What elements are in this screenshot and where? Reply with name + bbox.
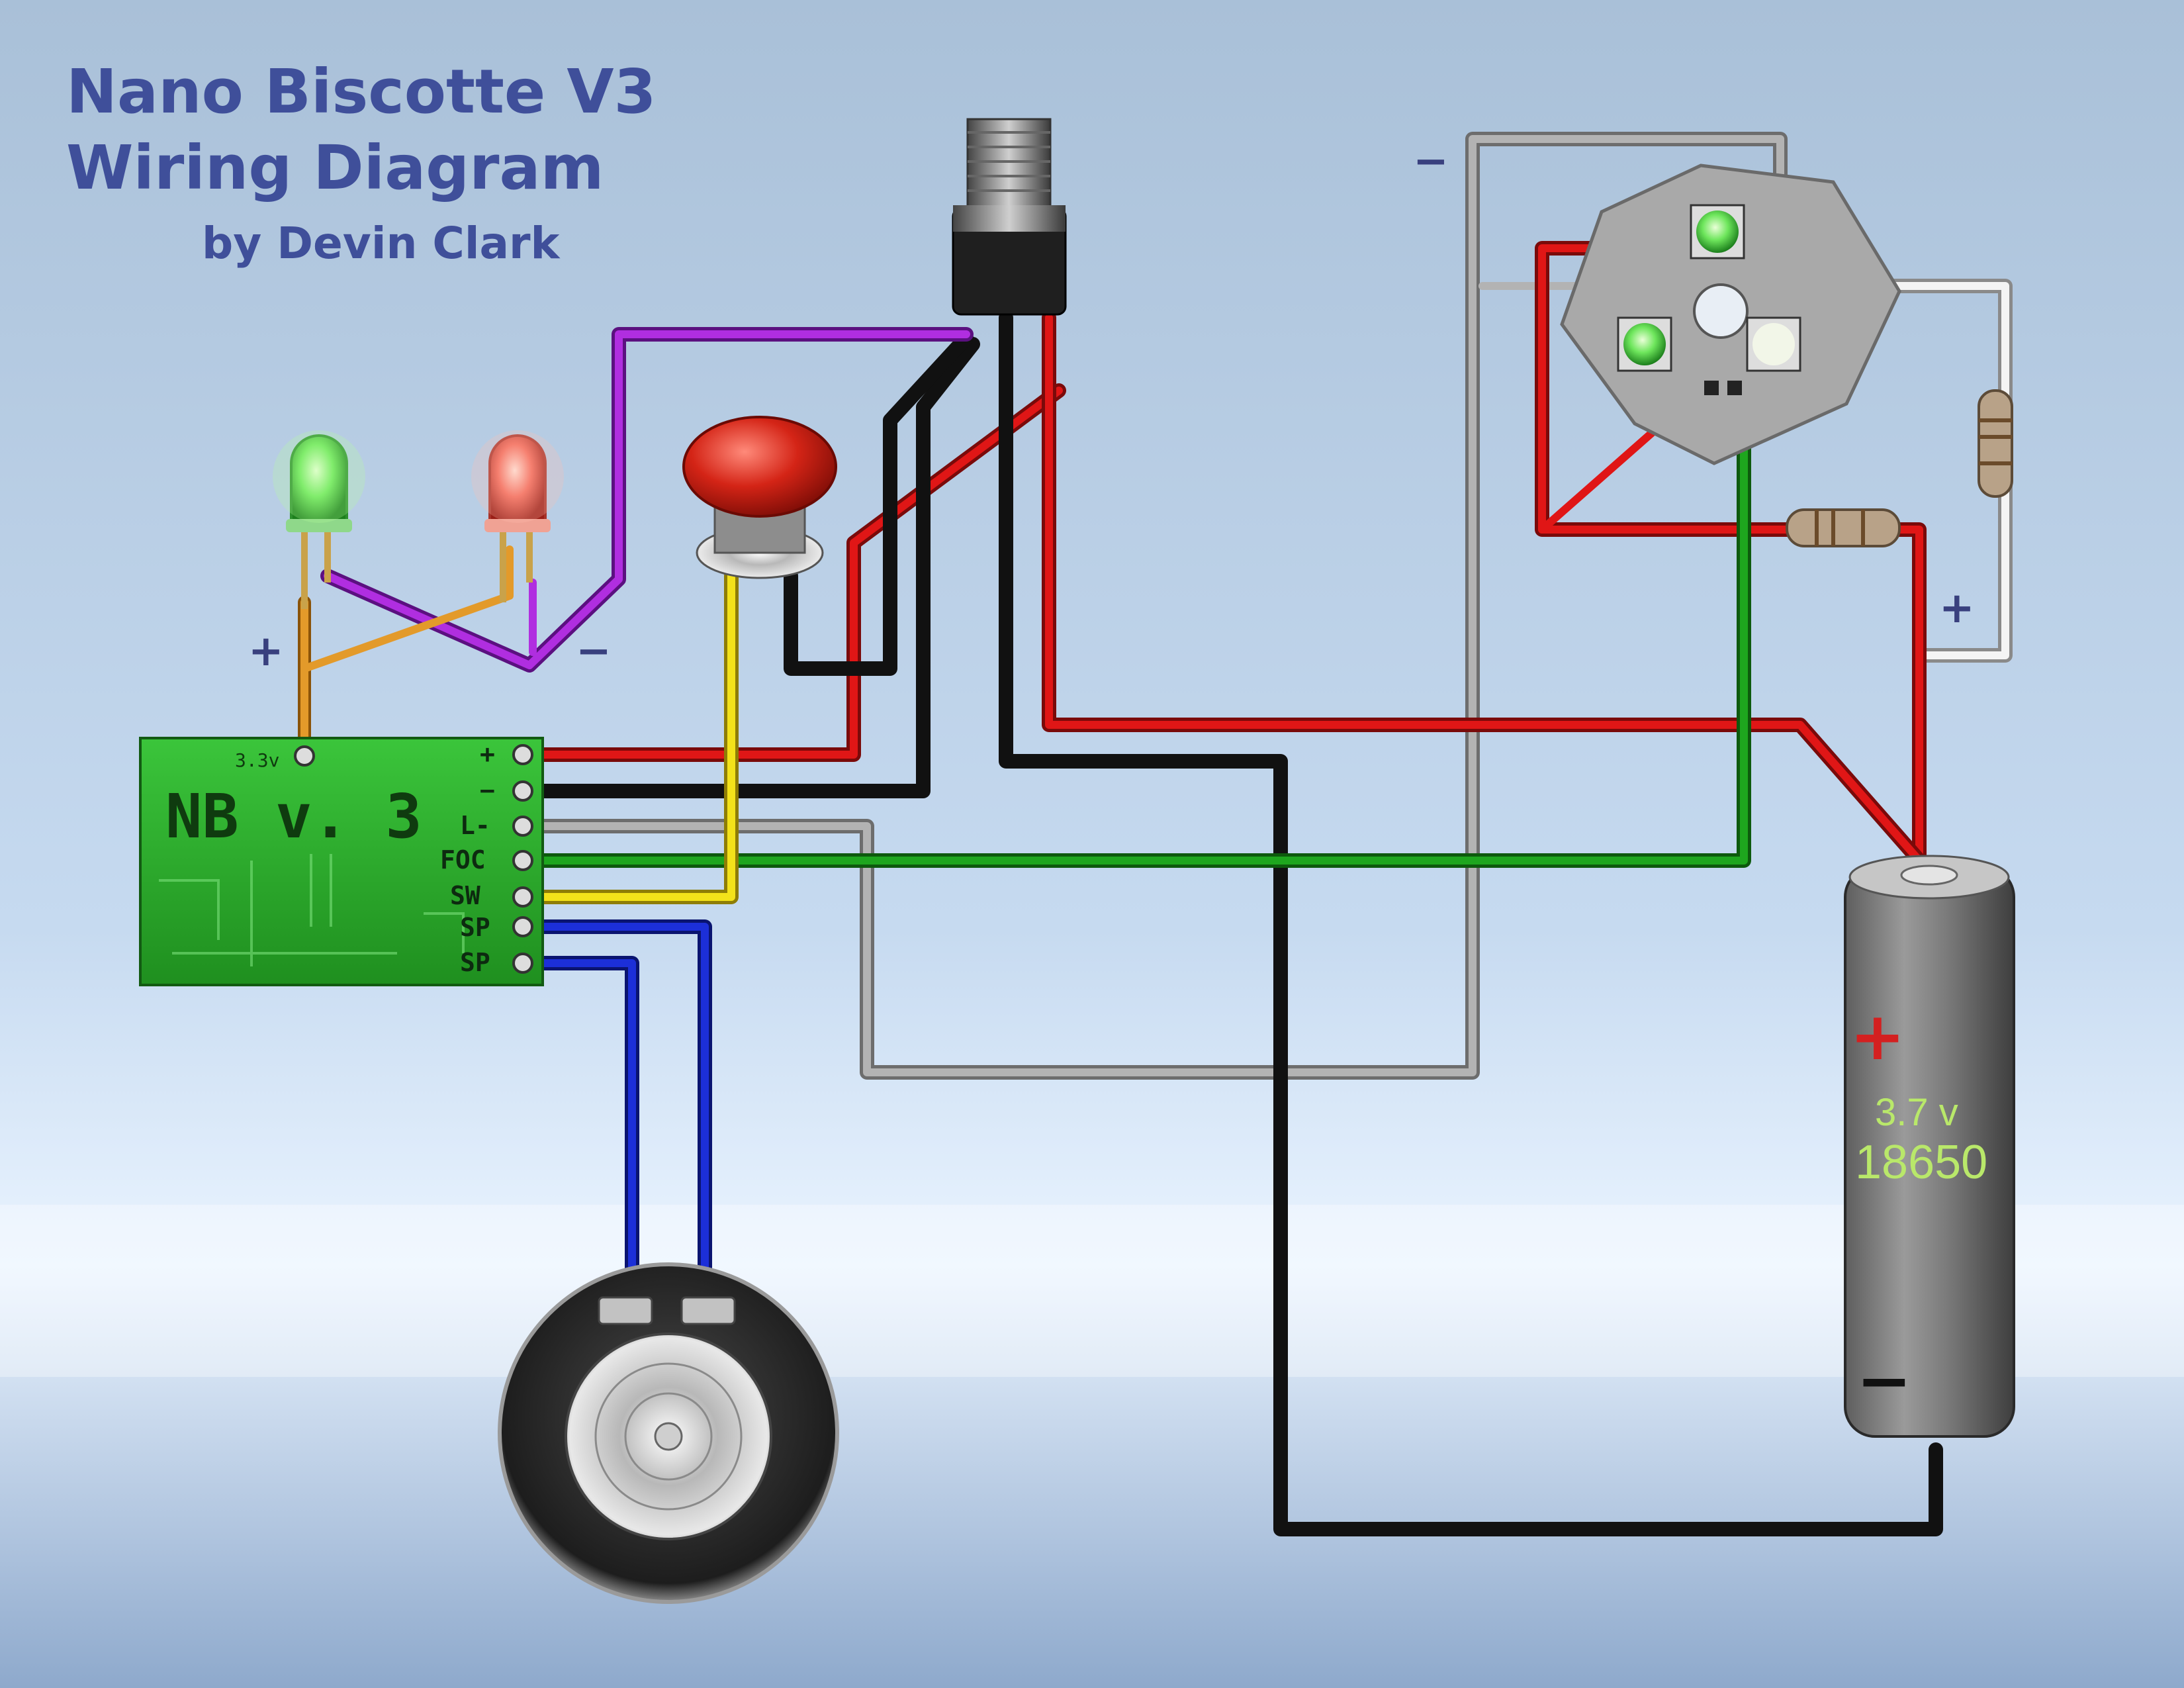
led-green-glow: [273, 430, 365, 523]
pin-pad-foc: [512, 850, 533, 871]
battery-18650-icon: + 3.7 v 18650 −: [1844, 855, 2015, 1438]
wire-black-switch: [784, 330, 974, 676]
led-emitter-3-dome: [1752, 323, 1795, 365]
pin-pad-l-minus: [512, 816, 533, 837]
wire-black-minus: [516, 337, 980, 798]
pin-label-foc: FOC: [440, 845, 486, 874]
wires: [298, 132, 2013, 1536]
diagram-author: by Devin Clark: [202, 218, 561, 269]
push-button-icon: [682, 416, 837, 579]
pin-pad-plus: [512, 744, 533, 765]
led-red-glow: [471, 430, 564, 523]
led-green-rim: [286, 519, 352, 532]
resistor-vertical-body: [1978, 389, 2013, 498]
led-red-rim: [484, 519, 551, 532]
led-star-icon: [1560, 164, 1901, 465]
led-star-hole: [1693, 283, 1749, 339]
resistor-horizontal-icon: [1786, 508, 1901, 547]
diagram-title-line1: Nano Biscotte V3: [66, 56, 657, 127]
indicator-led-green: [273, 430, 365, 609]
led-green-legs-2: [324, 523, 331, 583]
resistor-vertical-bands: [1979, 418, 2012, 465]
pin-label-plus: +: [480, 739, 495, 769]
led-red-legs: [500, 523, 506, 602]
led-red-legs-2: [526, 523, 533, 583]
driver-board-supply-pad: [294, 745, 315, 767]
led-red-bulb-icon: [488, 434, 547, 524]
speaker-cone-ring-2: [624, 1392, 713, 1481]
battery-terminal: [1900, 865, 1958, 886]
led-star-minus-label: −: [1413, 137, 1449, 186]
speaker-cone-ring-1: [594, 1362, 743, 1511]
resistor-vertical-icon: [1978, 389, 2013, 498]
led-emitter-2-dome: [1623, 323, 1666, 365]
led-emitter-1-dome: [1696, 211, 1739, 253]
wire-blue-2-core: [519, 959, 636, 1308]
diagram-title-line2: Wiring Diagram: [66, 132, 604, 203]
pin-pad-sw: [512, 886, 533, 908]
pin-pad-minus: [512, 780, 533, 802]
led-green-legs: [301, 523, 308, 609]
wire-black-batt: [999, 310, 1943, 1536]
speaker-terminal-1: [598, 1296, 653, 1325]
battery-model: 18650: [1855, 1136, 1987, 1189]
dc-jack-icon: [952, 118, 1067, 316]
resistor-plus-label: +: [1939, 584, 1975, 633]
push-button-cap: [682, 416, 837, 518]
battery-minus-mark: −: [1856, 1342, 1912, 1419]
indicator-plus-label: +: [248, 627, 284, 676]
indicator-minus-label: −: [576, 627, 612, 676]
battery-plus-mark: +: [1850, 998, 1905, 1075]
driver-board-name: NB v. 3: [165, 781, 422, 852]
indicator-led-red: [471, 430, 564, 602]
pin-label-minus: −: [480, 776, 495, 805]
speaker-terminal-2: [680, 1296, 736, 1325]
driver-board: NB v. 3 3.3v + − L- FOC SW SP SP: [139, 737, 544, 986]
led-green-bulb-icon: [290, 434, 348, 524]
pin-label-sw: SW: [450, 881, 480, 910]
led-star-pad-a: [1704, 381, 1719, 395]
pin-pad-sp-2: [512, 953, 533, 974]
dc-jack-thread: [966, 118, 1052, 210]
wire-purple-core: [324, 330, 970, 669]
resistor-horizontal-body: [1786, 508, 1901, 547]
wire-green-core: [519, 413, 1748, 865]
led-star-pad-b: [1727, 381, 1742, 395]
background-glow: [0, 1205, 2184, 1377]
pin-pad-sp-1: [512, 916, 533, 937]
wire-blue-1-core: [519, 923, 709, 1308]
wire-orange-cross: [300, 545, 514, 673]
resistor-horizontal-bands: [1815, 510, 1865, 546]
wire-red-main-core: [519, 387, 1063, 759]
driver-board-traces: [159, 854, 465, 966]
pin-label-l-minus: L-: [460, 811, 490, 840]
driver-board-supply-label: 3.3v: [235, 749, 279, 771]
speaker-center: [654, 1422, 683, 1451]
driver-board-body: [139, 737, 544, 986]
battery-voltage: 3.7 v: [1875, 1091, 1958, 1134]
wire-yellow-core: [519, 572, 735, 901]
pin-label-sp-1: SP: [460, 913, 490, 942]
wire-gray-core: [519, 135, 1784, 1076]
dc-jack-ring: [953, 205, 1066, 232]
wire-red-batt-core: [1045, 314, 1923, 865]
speaker-icon: [498, 1262, 839, 1604]
driver-board-pins: + − L- FOC SW SP SP: [440, 739, 533, 977]
pin-label-sp-2: SP: [460, 948, 490, 977]
dc-jack-thread-lines: [968, 131, 1050, 192]
